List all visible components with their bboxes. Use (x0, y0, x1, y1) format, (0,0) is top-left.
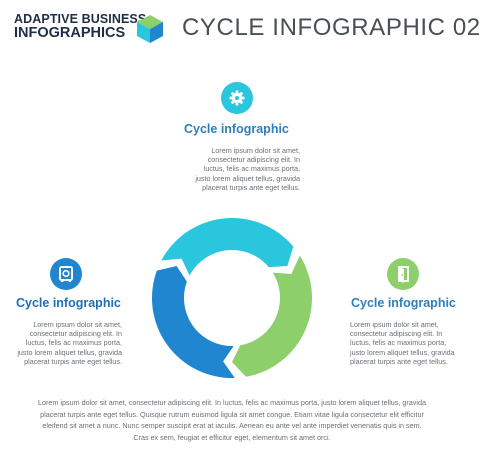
safe-icon (59, 266, 73, 282)
gear-icon (229, 90, 245, 106)
left-node-text: Lorem ipsum dolor sit amet, consectetur … (17, 320, 122, 366)
cube-logo-icon (137, 15, 163, 43)
left-node-heading: Cycle infographic (16, 296, 121, 310)
right-node-text: Lorem ipsum dolor sit amet, consectetur … (350, 320, 455, 366)
brand-line1: ADAPTIVE BUSINESS (14, 12, 147, 26)
top-node-text: Lorem ipsum dolor sit amet, consectetur … (195, 146, 300, 192)
top-node-badge (221, 82, 253, 114)
cycle-arrow-top (161, 218, 294, 276)
right-node-heading: Cycle infographic (351, 296, 456, 310)
brand-line2: INFOGRAPHICS (14, 25, 126, 41)
right-node-badge (387, 258, 419, 290)
door-exit-icon (398, 266, 409, 283)
top-node-heading: Cycle infographic (184, 122, 289, 136)
page-title: CYCLE INFOGRAPHIC 02 (182, 14, 481, 41)
cycle-diagram (151, 218, 312, 378)
brand: ADAPTIVE BUSINESS INFOGRAPHICS (14, 12, 146, 40)
footer-text: Lorem ipsum dolor sit amet, consectetur … (38, 398, 426, 442)
left-node-badge (50, 258, 82, 290)
cycle-arrow-left (151, 266, 235, 378)
cycle-arrow-right (232, 255, 312, 377)
